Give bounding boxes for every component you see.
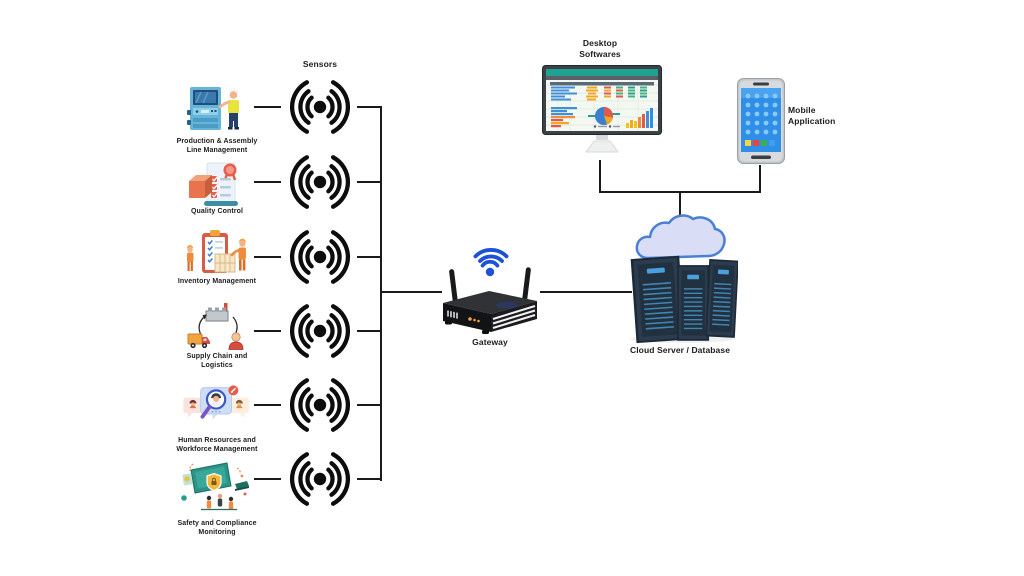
wifi-signal-icon	[281, 372, 359, 438]
desktop-drop-line	[599, 160, 602, 193]
connector-line	[254, 181, 281, 184]
wifi-signal-icon	[281, 149, 359, 215]
mobile-drop-line	[759, 165, 762, 193]
wifi-signal-icon	[281, 298, 359, 364]
gateway-label: Gateway	[472, 337, 508, 347]
wifi-signal-icon	[281, 446, 359, 512]
connector-line	[357, 256, 382, 259]
connector-line	[357, 478, 382, 481]
gateway-to-cloud-line	[540, 291, 632, 294]
category-label: Quality Control	[190, 208, 244, 215]
clipboard-boxes-workers-icon	[182, 229, 252, 279]
monitor-spreadsheet-icon	[542, 65, 662, 159]
connector-line	[254, 256, 281, 259]
cloud-server-label: Cloud Server / Database	[629, 345, 731, 355]
connector-line	[357, 404, 382, 407]
connector-line	[357, 181, 382, 184]
checklist-badge-box-icon	[187, 160, 249, 210]
dashboard-shield-people-icon	[179, 456, 253, 514]
smartphone-icon	[737, 78, 785, 164]
cloud-server-racks-icon	[626, 210, 738, 344]
wifi-signal-icon	[281, 224, 359, 290]
factory-truck-person-cycle-icon	[186, 301, 248, 353]
connector-line	[357, 106, 382, 109]
connector-line	[357, 330, 382, 333]
split-line	[599, 191, 761, 194]
sensors-title: Sensors	[302, 59, 338, 69]
sensor-bus-line	[380, 106, 383, 481]
cloud-up-line	[679, 191, 682, 216]
router-wifi-icon	[437, 243, 543, 335]
connector-line	[254, 106, 281, 109]
people-bubbles-magnifier-icon	[180, 384, 254, 434]
connector-line	[254, 478, 281, 481]
bus-to-gateway-line	[380, 291, 442, 294]
machine-worker-icon	[187, 80, 249, 136]
connector-line	[254, 330, 281, 333]
connector-line	[254, 404, 281, 407]
category-label: Inventory Management	[177, 278, 257, 285]
wifi-signal-icon	[281, 74, 359, 140]
